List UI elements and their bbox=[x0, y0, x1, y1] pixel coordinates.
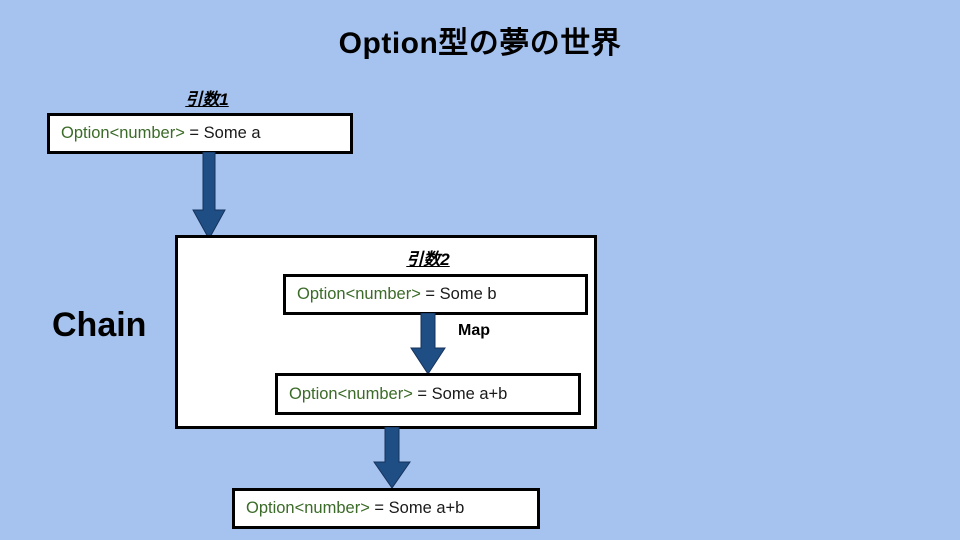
chain-label: Chain bbox=[52, 306, 147, 344]
type-box-arg1: Option<number> = Some a bbox=[47, 113, 353, 154]
type-value-text: = Some b bbox=[420, 285, 497, 304]
down-arrow-icon bbox=[192, 152, 226, 240]
type-box-result: Option<number> = Some a+b bbox=[232, 488, 540, 529]
type-value-text: = Some a+b bbox=[412, 384, 508, 403]
down-arrow-icon bbox=[410, 313, 446, 375]
type-box-some-b: Option<number> = Some b bbox=[283, 274, 588, 315]
arg2-label: 引数2 bbox=[406, 250, 450, 269]
map-label: Map bbox=[458, 322, 490, 339]
type-generic-text: Option<number> bbox=[61, 124, 185, 143]
type-generic-text: Option<number> bbox=[289, 384, 413, 403]
arg1-label: 引数1 bbox=[185, 90, 229, 109]
page-title: Option型の夢の世界 bbox=[338, 27, 622, 60]
type-value-text: = Some a+b bbox=[369, 499, 465, 518]
type-box-some-a-plus-b-inner: Option<number> = Some a+b bbox=[275, 373, 581, 415]
type-value-text: = Some a bbox=[184, 124, 261, 143]
down-arrow-icon bbox=[373, 427, 411, 489]
type-generic-text: Option<number> bbox=[246, 499, 370, 518]
type-generic-text: Option<number> bbox=[297, 285, 421, 304]
